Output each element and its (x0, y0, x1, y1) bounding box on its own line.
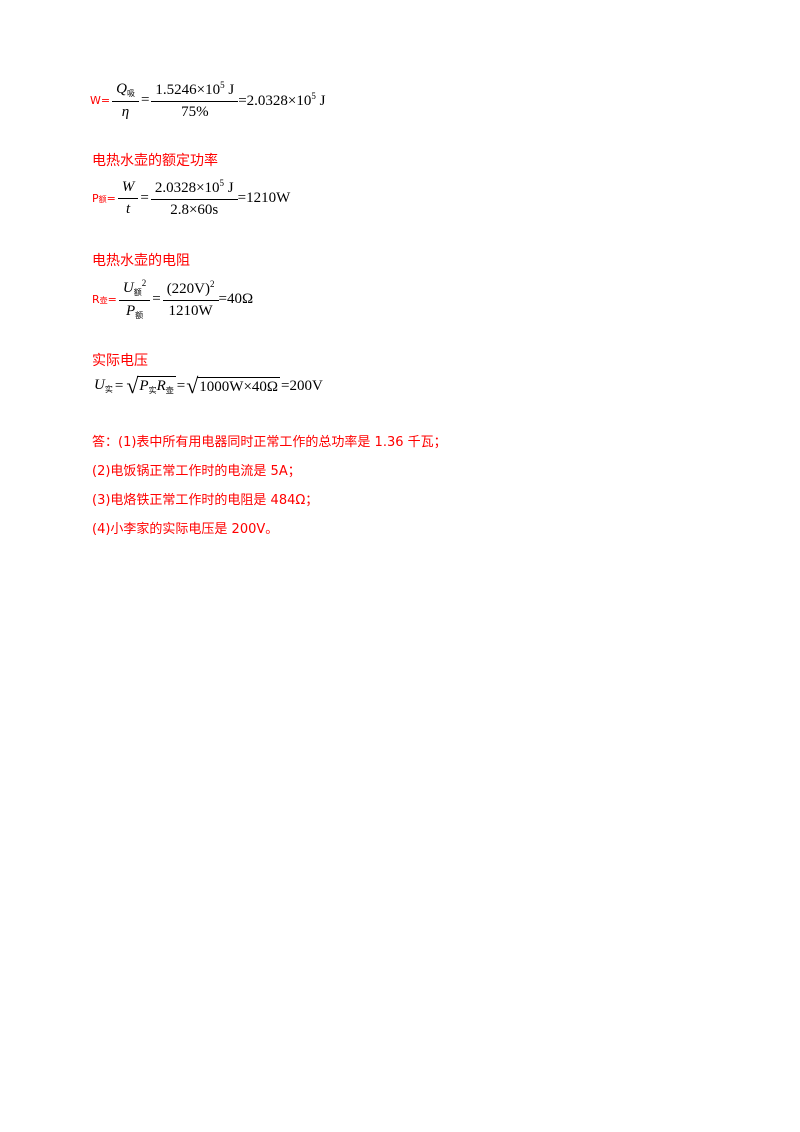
equation-power: P额= W t = 2.0328×105 J 2.8×60s =1210W (92, 178, 291, 219)
equation-result: =40Ω (218, 291, 254, 307)
equation-resistance: R壶= U额2 P额 = (220V)2 1210W =40Ω (92, 278, 254, 321)
fraction-work-over-time: 2.0328×105 J 2.8×60s (150, 178, 238, 219)
sqrt-numeric: √ 1000W×40Ω (186, 373, 281, 398)
answer-line-4: (4)小李家的实际电压是 200V。 (92, 522, 279, 537)
answer-line-2: (2)电饭锅正常工作时的电流是 5A； (92, 464, 301, 479)
equation-result: =200V (281, 377, 323, 394)
fraction-q-over-eta: Q吸 η (112, 81, 139, 121)
fraction-u-squared-over-p: U额2 P额 (118, 278, 151, 321)
fraction-voltage-over-power: (220V)2 1210W (162, 279, 219, 320)
sqrt-p-times-r: √ P实R壶 (126, 373, 176, 398)
heading-rated-power: 电热水壶的额定功率 (92, 153, 218, 169)
heading-actual-voltage: 实际电压 (92, 353, 148, 369)
equation-result: =1210W (237, 190, 291, 206)
equation-actual-voltage: U实 = √ P实R壶 = √ 1000W×40Ω =200V (94, 373, 323, 398)
equation-work: W= Q吸 η = 1.5246×105 J 75% =2.0328×105 J (90, 80, 326, 121)
equation-prefix: W= (90, 94, 111, 107)
answer-line-3: (3)电烙铁正常工作时的电阻是 484Ω； (92, 493, 319, 508)
answer-line-1: 答：(1)表中所有用电器同时正常工作的总功率是 1.36 千瓦； (92, 435, 447, 450)
fraction-w-over-t: W t (117, 179, 139, 218)
heading-resistance: 电热水壶的电阻 (92, 253, 190, 269)
equation-result: =2.0328×105 J (238, 91, 326, 109)
fraction-heat-over-efficiency: 1.5246×105 J 75% (151, 80, 239, 121)
